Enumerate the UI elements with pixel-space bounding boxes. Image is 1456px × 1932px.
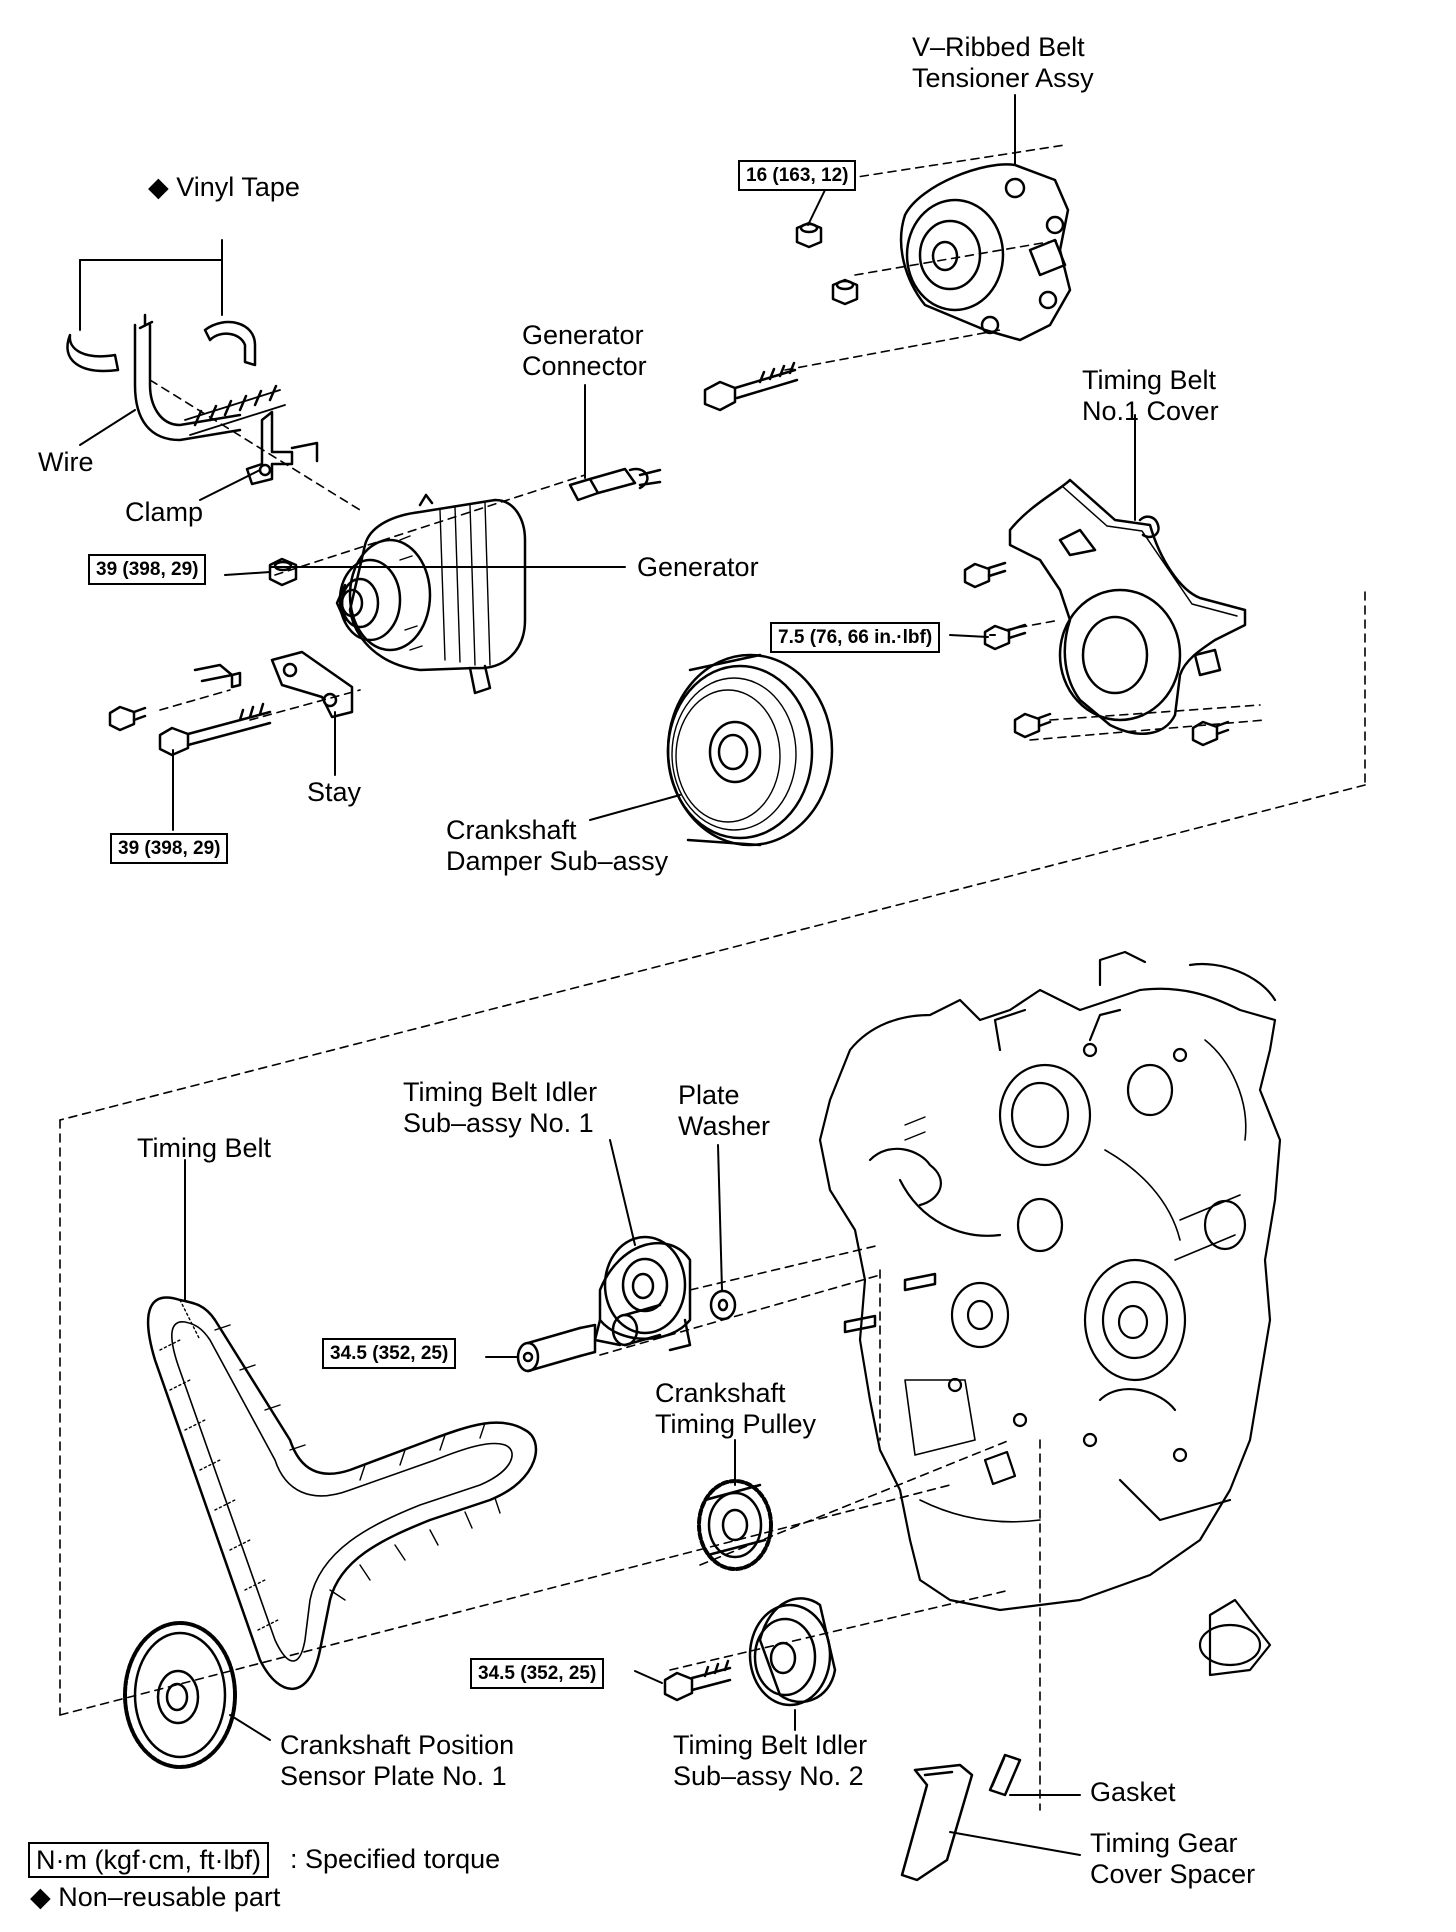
label-line: Crankshaft Position	[280, 1730, 515, 1760]
vinyl-tape	[66, 320, 257, 373]
label-line: Timing Belt	[1082, 365, 1217, 395]
wire	[133, 313, 286, 442]
label-line: Sub–assy No. 2	[673, 1761, 864, 1791]
idler-no2-bolt	[663, 1659, 732, 1702]
label-vinyl-tape: ◆ Vinyl Tape	[148, 172, 300, 202]
legend-torque-unit: N·m (kgf·cm, ft·lbf)	[28, 1842, 269, 1878]
label-line: Sensor Plate No. 1	[280, 1761, 507, 1791]
clamp	[245, 410, 319, 486]
cover-bolts	[963, 561, 1230, 747]
label-line: Crankshaft	[446, 815, 577, 845]
label-line: No.1 Cover	[1082, 396, 1219, 426]
label-line: Cover Spacer	[1090, 1859, 1256, 1889]
gasket	[988, 1753, 1022, 1797]
stay	[193, 650, 354, 719]
label-generator-connector: Generator Connector	[522, 320, 647, 382]
engine-studs	[843, 1272, 937, 1334]
legend-non-reusable: ◆ Non–reusable part	[30, 1882, 281, 1912]
tensioner-bolt	[703, 361, 799, 412]
label-v-ribbed-belt-tensioner: V–Ribbed Belt Tensioner Assy	[912, 32, 1094, 94]
timing-belt-no1-cover	[1008, 478, 1247, 735]
torque-idler1-bolt: 34.5 (352, 25)	[322, 1338, 457, 1369]
plate-washer	[709, 1289, 737, 1321]
engine-block	[818, 950, 1282, 1677]
label-line: Crankshaft	[655, 1378, 786, 1408]
torque-generator-bolt: 39 (398, 29)	[110, 833, 229, 864]
label-crankshaft-timing-pulley: Crankshaft Timing Pulley	[655, 1378, 816, 1440]
label-line: Plate	[678, 1080, 740, 1110]
tensioner-assy	[899, 163, 1072, 342]
timing-belt-idler-no1	[593, 1235, 692, 1352]
label-line: Connector	[522, 351, 647, 381]
label-crankshaft-position-sensor-plate: Crankshaft Position Sensor Plate No. 1	[280, 1730, 514, 1792]
label-stay: Stay	[307, 777, 362, 807]
label-timing-belt: Timing Belt	[137, 1133, 272, 1163]
label-crankshaft-damper: Crankshaft Damper Sub–assy	[446, 815, 668, 877]
label-line: Timing Belt Idler	[403, 1077, 598, 1107]
label-timing-belt-no1-cover: Timing Belt No.1 Cover	[1082, 365, 1219, 427]
label-line: Generator	[522, 320, 644, 350]
label-gasket: Gasket	[1090, 1777, 1176, 1807]
leader-lines	[79, 94, 1136, 1856]
crankshaft-timing-pulley	[697, 1479, 773, 1571]
label-timing-gear-cover-spacer: Timing Gear Cover Spacer	[1090, 1828, 1255, 1890]
torque-cover-bolt: 7.5 (76, 66 in.·lbf)	[770, 622, 941, 653]
label-line: V–Ribbed Belt	[912, 32, 1085, 62]
generator-bolts	[108, 702, 272, 757]
crankshaft-damper	[666, 653, 834, 847]
label-generator: Generator	[637, 552, 759, 582]
generator	[335, 493, 527, 695]
label-line: Washer	[678, 1111, 771, 1141]
crankshaft-position-sensor-plate	[123, 1621, 237, 1769]
label-line: Tensioner Assy	[912, 63, 1094, 93]
label-line: Timing Pulley	[655, 1409, 817, 1439]
label-idler-no1: Timing Belt Idler Sub–assy No. 1	[403, 1077, 597, 1139]
timing-belt	[146, 1296, 538, 1690]
label-line: Timing Gear	[1090, 1828, 1238, 1858]
label-clamp: Clamp	[125, 497, 204, 527]
torque-idler2-bolt: 34.5 (352, 25)	[470, 1658, 605, 1689]
label-line: Damper Sub–assy	[446, 846, 669, 876]
label-plate-washer: Plate Washer	[678, 1080, 770, 1142]
idler-no1-bolt	[516, 1323, 597, 1373]
torque-tensioner: 16 (163, 12)	[738, 160, 857, 191]
label-wire: Wire	[38, 447, 94, 477]
timing-gear-cover-spacer	[900, 1763, 974, 1882]
legend-torque-desc: : Specified torque	[290, 1844, 501, 1874]
alignment-lines	[59, 144, 1366, 1811]
label-line: Sub–assy No. 1	[403, 1108, 594, 1138]
label-idler-no2: Timing Belt Idler Sub–assy No. 2	[673, 1730, 867, 1792]
label-line: Timing Belt Idler	[673, 1730, 868, 1760]
timing-belt-idler-no2	[748, 1597, 837, 1707]
torque-generator-nut: 39 (398, 29)	[88, 554, 207, 585]
generator-connector	[568, 467, 662, 502]
tensioner-nuts	[795, 221, 859, 306]
